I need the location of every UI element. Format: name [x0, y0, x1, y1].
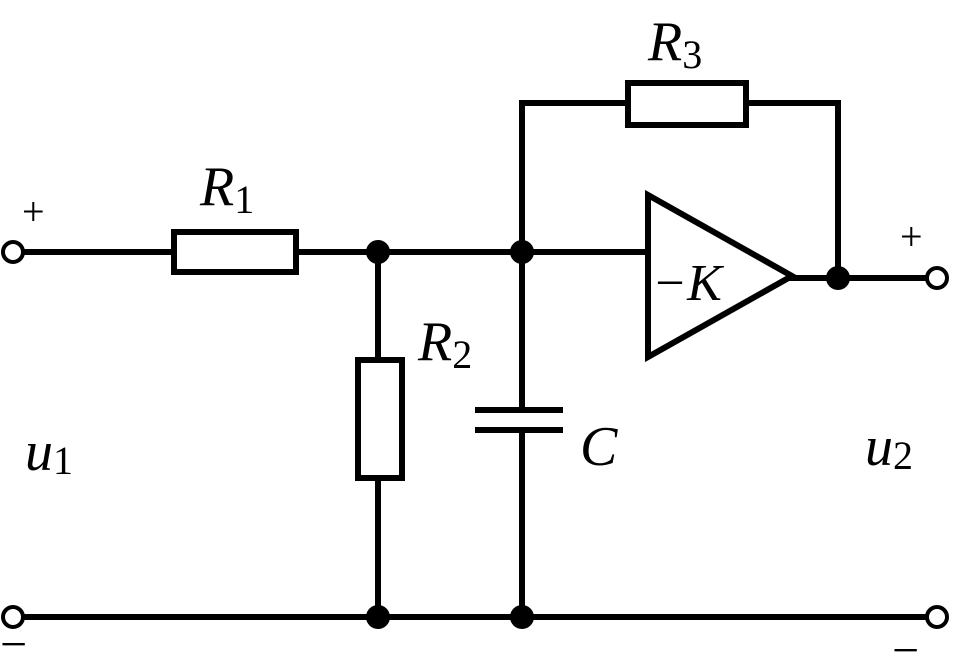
label-u1-sub: 1 [53, 438, 73, 483]
node-b [510, 240, 534, 264]
label-u2: u2 [865, 416, 913, 478]
label-u2-main: u [865, 416, 893, 478]
node-output [826, 266, 850, 290]
wires [20, 100, 929, 620]
node-ground-r2 [366, 605, 390, 629]
label-u1: u1 [25, 421, 73, 483]
label-r3: R3 [647, 11, 702, 77]
sign-output-minus: − [892, 624, 919, 661]
node-ground-c [510, 605, 534, 629]
label-r2-sub: 2 [452, 332, 472, 377]
resistor-r3 [625, 80, 749, 128]
label-r3-main: R [647, 11, 682, 73]
terminal-input-bottom [1, 605, 25, 629]
label-c: C [580, 416, 618, 478]
capacitor-c [475, 407, 563, 433]
terminal-output-top [925, 266, 949, 290]
terminal-output-bottom [925, 605, 949, 629]
label-r2-main: R [417, 311, 452, 373]
resistor-r2 [355, 357, 405, 481]
sign-input-minus: − [0, 618, 27, 661]
label-r1: R1 [199, 156, 254, 222]
terminal-input-top [1, 240, 25, 264]
label-u2-sub: 2 [893, 433, 913, 478]
sign-output-plus: + [900, 214, 923, 259]
label-r3-sub: 3 [682, 32, 702, 77]
node-a [366, 240, 390, 264]
label-u1-main: u [25, 421, 53, 483]
sign-input-plus: + [22, 189, 45, 234]
label-r2: R2 [417, 311, 472, 377]
resistor-r1 [171, 229, 299, 275]
label-r1-main: R [199, 156, 234, 218]
amplifier-triangle [645, 189, 799, 363]
label-r1-sub: 1 [234, 177, 254, 222]
amplifier-gain-label: −K [652, 255, 724, 312]
